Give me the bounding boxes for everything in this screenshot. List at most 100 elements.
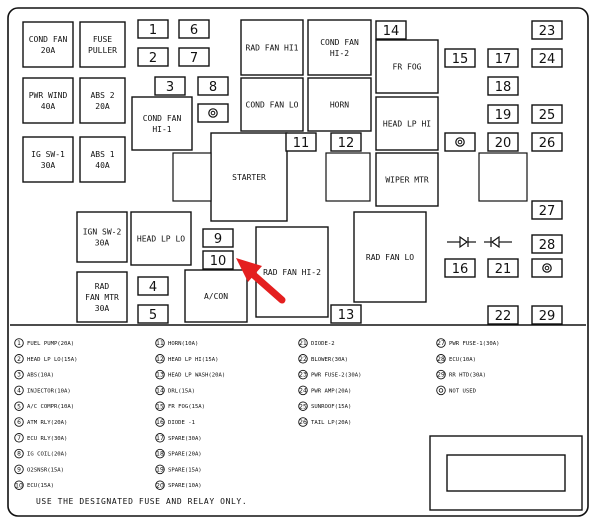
outer-frame xyxy=(7,7,589,517)
relay-label: IG SW-1 xyxy=(31,150,65,159)
legend-text: HEAD LP WASH(20A) xyxy=(168,373,225,379)
fuse-27: 27 xyxy=(531,200,563,220)
fuse-number: 24 xyxy=(539,52,556,67)
legend-number: 19 xyxy=(156,467,164,474)
relay-label: FAN MTR xyxy=(85,293,119,302)
legend-number: 23 xyxy=(299,372,307,379)
legend-text: PWR FUSE-2(30A) xyxy=(311,373,362,379)
legend-number: 25 xyxy=(299,403,307,410)
legend-text: FUEL PUMP(20A) xyxy=(27,341,74,347)
legend-text: ABS(10A) xyxy=(27,373,54,379)
relay-label: ABS 1 xyxy=(90,150,114,159)
legend-number: 20 xyxy=(156,482,164,489)
legend-number: 11 xyxy=(156,340,164,347)
fuse-number: 11 xyxy=(293,136,310,151)
relay-label: RAD xyxy=(95,282,110,291)
fuse-number: 4 xyxy=(149,280,157,295)
legend-item: 13 HEAD LP WASH(20A) xyxy=(155,369,225,380)
fuse-19: 19 xyxy=(487,104,519,124)
blank-block xyxy=(172,152,212,202)
relay-acon: A/CON xyxy=(184,269,248,323)
fuse-28: 28 xyxy=(531,234,563,254)
fuse-number: 7 xyxy=(190,51,198,66)
relay-rad-fan-mtr: RAD FAN MTR 30A xyxy=(76,271,128,323)
fuse-number: 10 xyxy=(210,254,227,269)
relay-label: 20A xyxy=(95,102,110,111)
relay-label: PULLER xyxy=(88,46,117,55)
relay-label: WIPER MTR xyxy=(385,176,429,185)
legend-number: 1 xyxy=(17,340,21,347)
relay-label: COND FAN xyxy=(320,38,359,47)
fuse-number: 12 xyxy=(338,136,355,151)
legend-text: DRL(15A) xyxy=(168,388,195,394)
diode-icon xyxy=(484,235,512,249)
legend-number: 28 xyxy=(437,356,445,363)
relay-label: PWR WIND xyxy=(29,91,68,100)
fuse-number: 2 xyxy=(149,51,157,66)
fuse-16: 16 xyxy=(444,258,476,278)
legend-number: 15 xyxy=(156,403,164,410)
relay-label: ABS 2 xyxy=(90,91,114,100)
legend-item: 1 FUEL PUMP(20A) xyxy=(14,338,74,348)
fuse-3: 3 xyxy=(154,76,186,96)
fuse-number: 29 xyxy=(539,309,556,324)
fuse-5: 5 xyxy=(137,304,169,324)
fuse-number: 20 xyxy=(495,136,512,151)
relay-label: COND FAN xyxy=(143,114,182,123)
relay-label: HEAD LP LO xyxy=(137,235,185,244)
legend-text: ECU(10A) xyxy=(449,357,476,363)
fuse-number: 25 xyxy=(539,108,556,123)
fuse-10: 10 xyxy=(202,250,234,270)
fuse-4: 4 xyxy=(137,276,169,296)
relay-rad-fan-lo: RAD FAN LO xyxy=(353,211,427,303)
legend-number: 14 xyxy=(156,388,164,395)
not-used-socket-icon xyxy=(531,258,563,278)
fuse-number: 27 xyxy=(539,204,556,219)
legend-number: 17 xyxy=(156,435,164,442)
legend-number: 27 xyxy=(437,340,445,347)
fuse-6: 6 xyxy=(178,19,210,39)
relay-label: RAD FAN HI1 xyxy=(246,44,299,53)
fuse-7: 7 xyxy=(178,47,210,67)
legend-number: 2 xyxy=(17,356,21,363)
relay-head-lp-lo: HEAD LP LO xyxy=(130,211,192,266)
fuse-number: 23 xyxy=(539,24,556,39)
legend-text: ATM RLY(20A) xyxy=(27,420,67,426)
legend-item: 23 PWR FUSE-2(30A) xyxy=(298,369,362,380)
relay-cond-fan-lo: COND FAN LO xyxy=(240,77,304,132)
legend-number: 22 xyxy=(299,356,307,363)
relay-label: HEAD LP HI xyxy=(383,120,431,129)
legend-text: RR HTD(30A) xyxy=(449,373,486,379)
fuse-8: 8 xyxy=(197,76,229,96)
relay-label: 30A xyxy=(95,304,110,313)
fuse-number: 1 xyxy=(149,23,157,38)
fuse-number: 17 xyxy=(495,52,512,67)
fuse-number: 28 xyxy=(539,238,556,253)
fuse-29: 29 xyxy=(531,305,563,325)
legend-number: 10 xyxy=(15,482,23,489)
fuse-24: 24 xyxy=(531,48,563,68)
legend-item: 29 RR HTD(30A) xyxy=(436,369,486,380)
legend-number: 29 xyxy=(437,372,445,379)
fuse-2: 2 xyxy=(137,47,169,67)
relay-label: HI-2 xyxy=(330,49,349,58)
fuse-20: 20 xyxy=(487,132,519,152)
legend-number: 13 xyxy=(156,372,164,379)
legend-number: 12 xyxy=(156,356,164,363)
legend-number: 16 xyxy=(156,419,164,426)
legend-number: 18 xyxy=(156,451,164,458)
legend-text: PWR FUSE-1(30A) xyxy=(449,341,500,347)
fuse-number: 19 xyxy=(495,108,512,123)
